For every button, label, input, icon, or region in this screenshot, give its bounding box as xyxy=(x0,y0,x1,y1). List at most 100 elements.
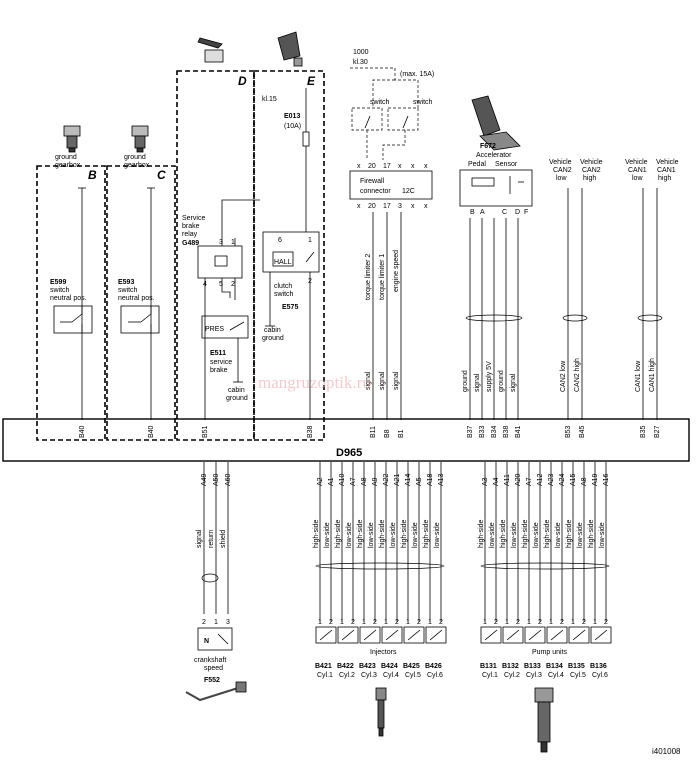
pumps-coil-num: 1 xyxy=(593,619,597,626)
supply-1000: 1000 xyxy=(353,49,369,56)
pumps-pin: A3 xyxy=(482,477,489,486)
svg-text:5: 5 xyxy=(219,281,223,288)
ecu-label: D965 xyxy=(336,447,362,459)
firewall-l1: Firewall xyxy=(360,178,385,185)
watermark: mangruzoptik.ru xyxy=(258,373,371,392)
gearbox-b-desc2: neutral pos. xyxy=(50,295,87,302)
svg-text:B27: B27 xyxy=(654,425,661,438)
injectors-cyl: Cyl.4 xyxy=(383,672,399,679)
pumps-wire-label: high-side xyxy=(500,519,507,548)
injectors-coil xyxy=(381,626,403,644)
pumps-coil-num: 1 xyxy=(483,619,487,626)
brake-relay-l1: Service xyxy=(182,215,205,222)
svg-text:B: B xyxy=(470,209,475,216)
can1-v1: Vehicle xyxy=(625,159,648,166)
brake-relay-code: G489 xyxy=(182,240,199,247)
brake-gnd1: cabin xyxy=(228,387,245,394)
pumps-title: Pump units xyxy=(532,649,568,656)
pumps-wire-label: low-side xyxy=(489,522,496,548)
injectors-wire-label: low-side xyxy=(346,522,353,548)
gearbox-c-top-1: ground xyxy=(124,154,146,161)
clutch-gnd1: cabin xyxy=(264,327,281,334)
svg-text:1: 1 xyxy=(308,237,312,244)
can2-v1: Vehicle xyxy=(549,159,572,166)
injectors-pin: A2 xyxy=(317,477,324,486)
svg-text:B8: B8 xyxy=(384,429,391,438)
pumps-wire-label: low-side xyxy=(533,522,540,548)
injectors-pin: A9 xyxy=(372,477,379,486)
injectors-code: B424 xyxy=(381,663,398,670)
can1-v1b: Vehicle xyxy=(656,159,679,166)
svg-text:B38: B38 xyxy=(307,425,314,438)
injectors-coil xyxy=(359,626,381,644)
svg-text:1: 1 xyxy=(214,619,218,626)
svg-text:C: C xyxy=(502,209,507,216)
injectors-coil-slash xyxy=(407,629,421,641)
section-e-frame xyxy=(253,70,325,441)
pumps-pin: A15 xyxy=(570,473,577,486)
brake-relay xyxy=(197,245,243,279)
pumps-wire-label: high-side xyxy=(522,519,529,548)
svg-text:signal: signal xyxy=(196,529,203,548)
svg-text:17: 17 xyxy=(383,203,391,210)
injectors-coil-num: 1 xyxy=(362,619,366,626)
pumps-coil xyxy=(480,626,502,644)
pumps-coil-num: 2 xyxy=(494,619,498,626)
brake-pedal-icon xyxy=(197,37,224,63)
injectors-pin: A13 xyxy=(438,473,445,486)
pumps-coil xyxy=(502,626,524,644)
gearbox-switch-icon xyxy=(63,125,81,153)
pedal-l3: Sensor xyxy=(495,161,518,168)
pres-switch xyxy=(201,315,249,339)
can2-w-high: CAN2 high xyxy=(574,358,581,392)
svg-text:A60: A60 xyxy=(225,473,232,486)
pumps-code: B133 xyxy=(524,663,541,670)
brake-switch-l2: brake xyxy=(210,367,228,374)
pumps-coil-num: 2 xyxy=(560,619,564,626)
svg-text:A49: A49 xyxy=(201,473,208,486)
pumps-pin: A4 xyxy=(493,477,500,486)
svg-text:F: F xyxy=(524,209,528,216)
injectors-code: B425 xyxy=(403,663,420,670)
section-c-frame xyxy=(106,165,176,441)
gearbox-c-code: E593 xyxy=(118,279,134,286)
pumps-coil xyxy=(546,626,568,644)
section-d-frame xyxy=(176,70,255,441)
injectors-cyl: Cyl.5 xyxy=(405,672,421,679)
fw-wire-3: engine speed xyxy=(393,250,400,292)
injectors-wire-label: high-side xyxy=(357,519,364,548)
injectors-wire-label: high-side xyxy=(335,519,342,548)
pumps-wire-label: low-side xyxy=(511,522,518,548)
injectors-coil-slash xyxy=(363,629,377,641)
can1-v2: CAN1 xyxy=(628,167,647,174)
injectors-pin: A8 xyxy=(361,477,368,486)
pumps-coil-slash xyxy=(550,629,564,641)
pumps-code: B135 xyxy=(568,663,585,670)
svg-text:B40: B40 xyxy=(79,425,86,438)
injectors-coil xyxy=(403,626,425,644)
firewall-l2: connector xyxy=(360,188,391,195)
pres-label: PRES xyxy=(205,326,224,333)
gearbox-switch-icon xyxy=(131,125,149,153)
injectors-wire-label: low-side xyxy=(412,522,419,548)
svg-text:B37: B37 xyxy=(467,425,474,438)
pumps-coil-slash xyxy=(528,629,542,641)
svg-text:B1: B1 xyxy=(398,429,405,438)
can2-v2b: CAN2 xyxy=(582,167,601,174)
injectors-pin: A1 xyxy=(328,477,335,486)
injectors-pin: A14 xyxy=(405,473,412,486)
injectors-cyl: Cyl.1 xyxy=(317,672,333,679)
svg-text:17: 17 xyxy=(383,163,391,170)
can1-w-low: CAN1 low xyxy=(635,360,642,392)
clutch-pedal-icon xyxy=(277,31,303,67)
pumps-pin: A7 xyxy=(526,477,533,486)
svg-text:return: return xyxy=(208,530,215,548)
brake-relay-l3: relay xyxy=(182,231,198,238)
injectors-cyl: Cyl.2 xyxy=(339,672,355,679)
can2-v1b: Vehicle xyxy=(580,159,603,166)
pumps-wire-label: high-side xyxy=(588,519,595,548)
injectors-title: Injectors xyxy=(370,649,397,656)
crankshaft-sensor-icon xyxy=(185,681,247,702)
injectors-cyl: Cyl.3 xyxy=(361,672,377,679)
